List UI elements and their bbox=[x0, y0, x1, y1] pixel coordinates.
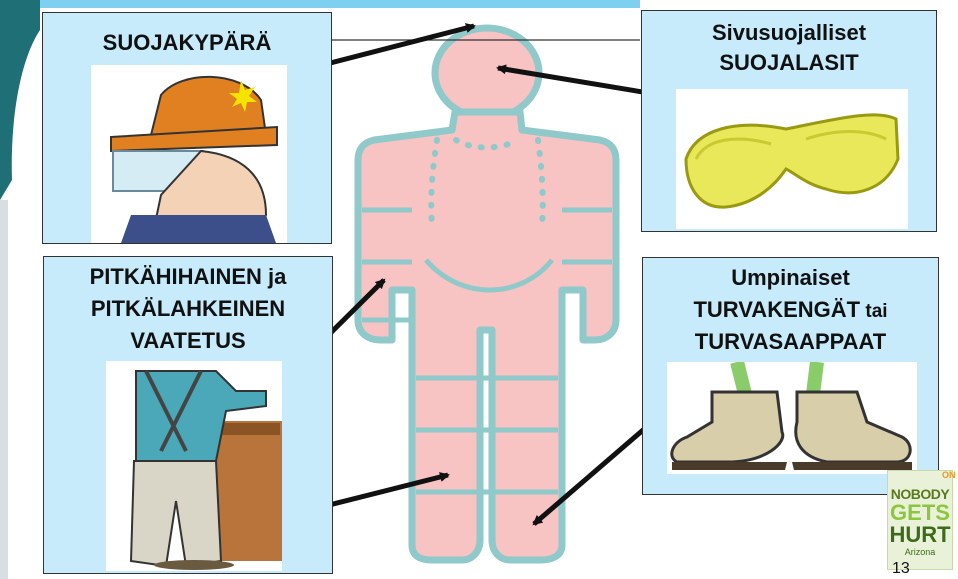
glasses-panel: Sivusuojalliset SUOJALASIT bbox=[641, 10, 937, 232]
glasses-illustration bbox=[676, 89, 908, 229]
clothing-title-line1: PITKÄHIHAINEN ja bbox=[44, 263, 332, 291]
shoes-title-line2-main: TURVAKENGÄT bbox=[693, 297, 860, 322]
shoes-title-line2: TURVAKENGÄT tai bbox=[643, 296, 938, 326]
shoes-title-line3: TURVASAAPPAAT bbox=[643, 328, 938, 356]
shoes-title-line2-tail: tai bbox=[860, 301, 887, 322]
helmet-panel: SUOJAKYPÄRÄ bbox=[42, 12, 332, 244]
helmet-worker-image bbox=[91, 65, 287, 243]
glasses-title-line1: Sivusuojalliset bbox=[642, 19, 936, 47]
clothing-panel: PITKÄHIHAINEN ja PITKÄLAHKEINEN VAATETUS bbox=[43, 256, 333, 574]
logo-line1: NOBODY bbox=[888, 487, 952, 501]
worker-clothing-image bbox=[106, 361, 282, 571]
boots-illustration bbox=[667, 362, 917, 474]
clothing-illustration bbox=[106, 361, 282, 571]
helmet-title: SUOJAKYPÄRÄ bbox=[43, 29, 331, 57]
clothing-title-line3: VAATETUS bbox=[44, 327, 332, 355]
helmet-illustration bbox=[91, 65, 287, 243]
logo-top-fragment: ON bbox=[942, 471, 956, 480]
body-figure bbox=[358, 28, 616, 560]
page-number: 13 bbox=[892, 560, 910, 578]
safety-boots-image bbox=[667, 362, 917, 474]
shoes-title-line1: Umpinaiset bbox=[643, 264, 938, 292]
logo-line2: GETS bbox=[888, 502, 952, 524]
shoes-panel: Umpinaiset TURVAKENGÄT tai TURVASAAPPAAT bbox=[642, 257, 939, 495]
clothing-title-line2: PITKÄLAHKEINEN bbox=[44, 295, 332, 323]
nobody-gets-hurt-logo: ON NOBODY GETS HURT Arizona bbox=[887, 470, 953, 570]
logo-line3: HURT bbox=[888, 524, 952, 546]
logo-line4: Arizona bbox=[888, 548, 952, 557]
glasses-title-line2: SUOJALASIT bbox=[642, 49, 936, 77]
safety-glasses-image bbox=[676, 89, 908, 229]
